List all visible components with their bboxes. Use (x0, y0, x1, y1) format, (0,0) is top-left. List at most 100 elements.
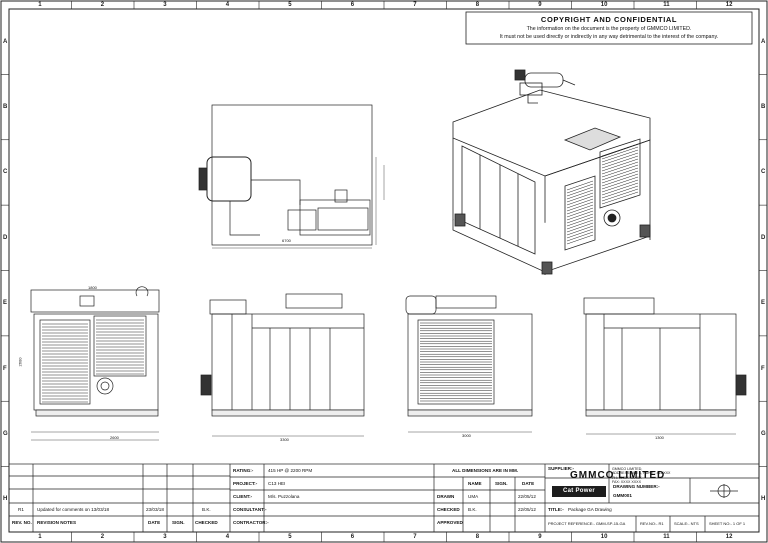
grid-row-label: G (3, 430, 8, 437)
louver-line (566, 183, 594, 194)
side-elevation-1 (200, 293, 365, 437)
louver-line (601, 164, 639, 178)
drawn-label: DRAWN (437, 494, 455, 499)
drawing-number-label: DRAWING NUMBER:- (613, 484, 660, 489)
dim-front-bottom: 2600 (110, 435, 119, 440)
grid-column-label: 7 (413, 534, 417, 540)
rating-value: 415 HP @ 2200 RPM (268, 468, 313, 473)
louver-line (566, 189, 594, 200)
grid-column-label: 10 (600, 534, 608, 540)
grid-column-label: 2 (100, 2, 105, 8)
project-value: C13 HEI (268, 481, 286, 486)
checked-label: CHECKED (437, 507, 460, 512)
grid-column-label: 2 (100, 534, 105, 540)
louver-line (566, 180, 594, 191)
louver-line (566, 186, 594, 197)
grid-column-label: 7 (413, 2, 417, 8)
grid-column-label: 6 (350, 2, 355, 8)
grid-column-label: 10 (600, 2, 608, 8)
louver-line (566, 204, 594, 215)
louver-line (601, 191, 639, 205)
louver-line (601, 152, 639, 166)
end-elevation (405, 295, 533, 433)
revision-row-date: 23/03/18 (146, 507, 164, 512)
grid-row-label: A (3, 38, 8, 45)
project-reference: PROJECT REFERENCE:- GMM-SP-15-GA (548, 521, 626, 526)
grid-column-label: 11 (663, 534, 670, 540)
copyright-line-1: The information on the document is the p… (526, 26, 692, 32)
title-value: Package GA Drawing (568, 507, 612, 512)
copyright-line-2: It must not be used directly or indirect… (499, 34, 719, 40)
grid-row-label: E (761, 300, 766, 307)
grid-column-label: 1 (38, 534, 42, 540)
grid-row-label: F (3, 365, 7, 372)
date-header: DATE (522, 481, 535, 486)
louver-line (601, 185, 639, 199)
dim-front-top: 1800 (88, 285, 97, 290)
louver-line (601, 167, 639, 181)
grid-row-label: A (761, 38, 766, 45)
grid-row-label: G (761, 430, 766, 437)
louver-line (566, 231, 594, 242)
louver-line (566, 195, 594, 206)
grid-column-label: 9 (538, 2, 542, 8)
grid-column-label: 4 (225, 2, 230, 8)
client-value: M/s. Puzzolana (268, 494, 300, 499)
louver-line (566, 192, 594, 203)
revision-sign-header: SIGN. (172, 520, 185, 525)
sign-header: SIGN. (495, 481, 508, 486)
grid-row-label: F (761, 365, 765, 372)
louver-line (601, 170, 639, 184)
dim-front-height: 2600 (17, 357, 23, 367)
revision-checked-header: CHECKED (195, 520, 218, 525)
louver-line (601, 155, 639, 169)
grid-row-label: D (761, 234, 766, 241)
louver-line (566, 198, 594, 209)
copyright-notice: COPYRIGHT AND CONFIDENTIAL The informati… (466, 13, 752, 43)
copyright-box (465, 11, 753, 45)
grid-row-label: D (3, 234, 8, 241)
louver-line (566, 210, 594, 221)
grid-column-label: 12 (725, 534, 733, 540)
louver-line (601, 146, 639, 160)
louver-line (566, 228, 594, 239)
louver-line (566, 234, 594, 245)
dim-end-bottom: 3000 (462, 433, 471, 438)
grid-column-label: 8 (475, 2, 480, 8)
grid-column-label: 4 (225, 534, 230, 540)
grid-row-label: H (761, 496, 766, 503)
louver-line (566, 219, 594, 230)
plan-view (198, 104, 385, 249)
approved-label: APPROVED (437, 520, 463, 525)
revision-number: REV.NO:- R1 (640, 521, 664, 526)
revision-notes-header: REVISION NOTES (37, 520, 77, 525)
front-elevation (30, 286, 160, 441)
grid-column-label: 5 (288, 2, 292, 8)
louver-line (601, 173, 639, 187)
louver-line (566, 216, 594, 227)
grid-column-label: 9 (538, 534, 542, 540)
grid-row-label: C (3, 169, 8, 176)
dim-top-width: 6700 (282, 238, 291, 243)
drawing-number: GMM001 (613, 493, 632, 498)
name-header: NAME (468, 481, 482, 486)
checked-date: 22/05/12 (518, 507, 536, 512)
dimensions-note: ALL DIMENSIONS ARE IN MM. (452, 468, 519, 473)
louver-line (601, 188, 639, 202)
louver-line (566, 213, 594, 224)
revision-row-sign: B.K. (202, 507, 211, 512)
dim-side-bottom: 3300 (280, 437, 289, 442)
louver-line (601, 149, 639, 163)
grid-row-label: H (3, 496, 8, 503)
consultant-label: CONSULTANT:- (233, 507, 267, 512)
checked-name: B.K. (468, 507, 477, 512)
rating-label: RATING:- (233, 468, 254, 473)
contractor-label: CONTRACTOR:- (233, 520, 269, 525)
drawn-name: UMA (468, 494, 479, 499)
grid-row-label: B (761, 104, 766, 111)
louver-line (601, 182, 639, 196)
copyright-heading: COPYRIGHT AND CONFIDENTIAL (540, 15, 678, 24)
